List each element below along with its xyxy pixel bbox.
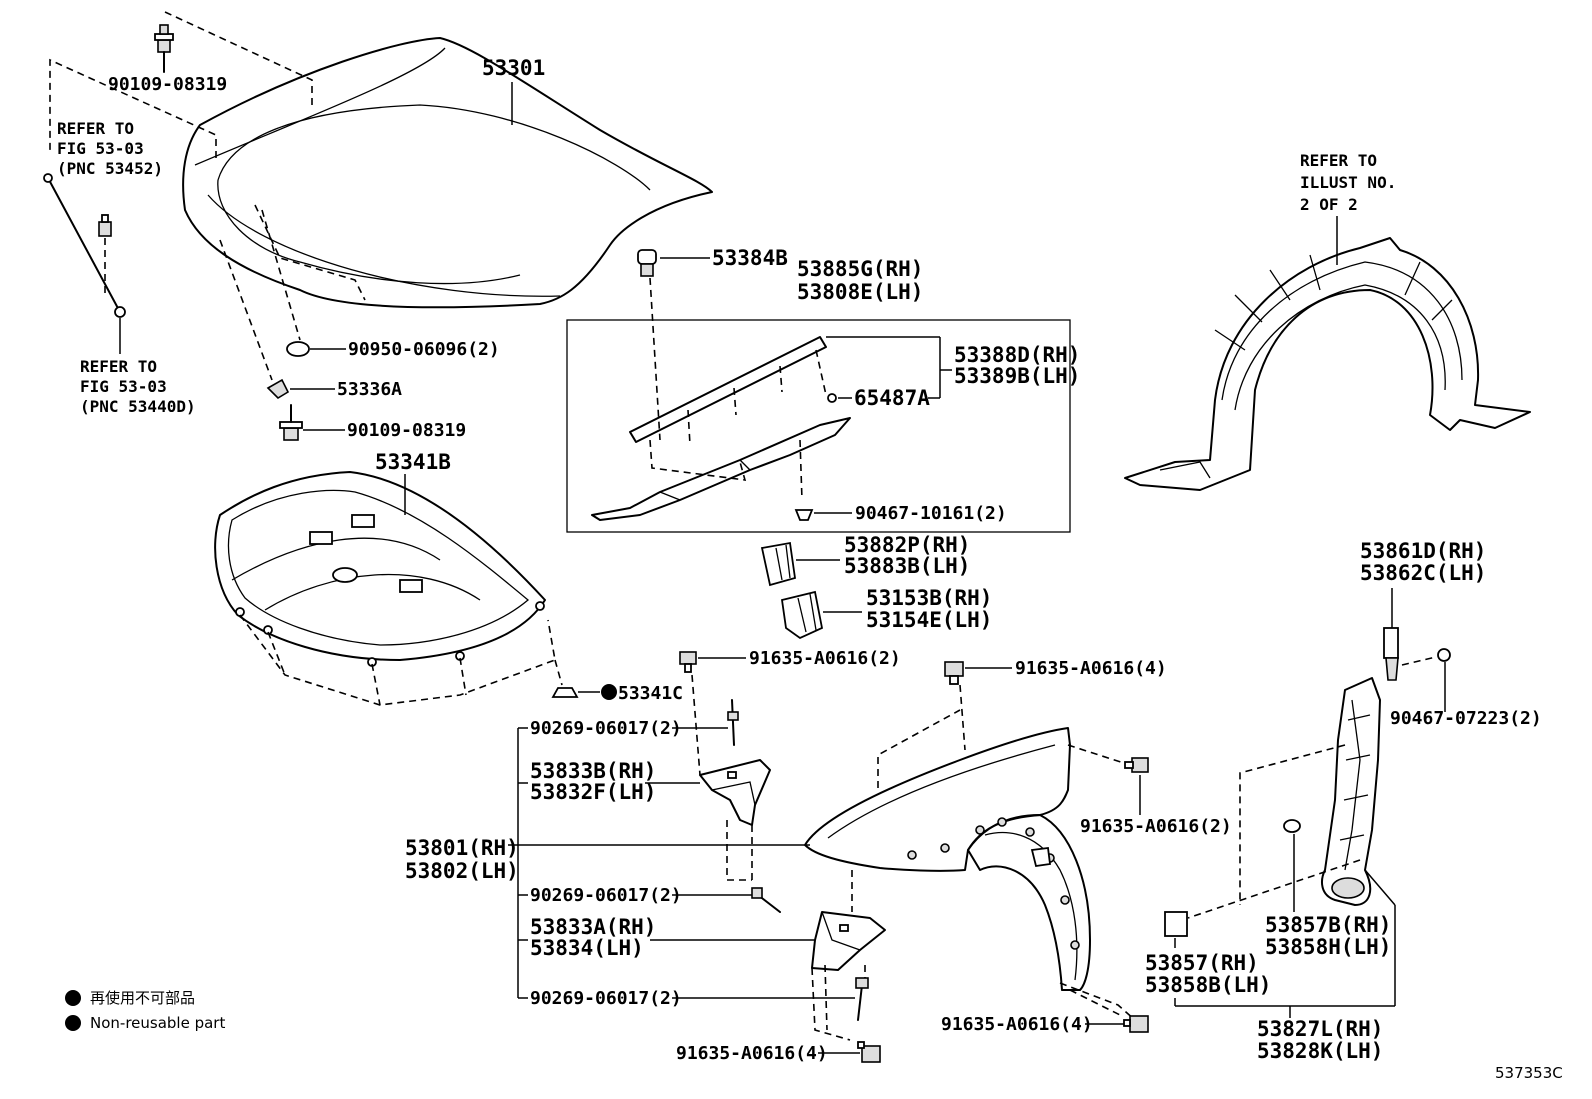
non-reusable-marker-icon: [601, 684, 617, 700]
label-mud-lh: 53862C(LH): [1360, 561, 1486, 585]
label-pad-lh: 53154E(LH): [866, 608, 992, 632]
seal-pad-icon[interactable]: [1164, 911, 1188, 937]
label-clip-mud: 90467-07223(2): [1390, 708, 1542, 729]
label-fender-lh: 53802(LH): [405, 859, 519, 883]
screw-1-icon[interactable]: [727, 699, 739, 746]
hinge-clip-icon[interactable]: [266, 378, 290, 400]
legend-jp-marker-icon: [65, 990, 81, 1006]
label-screw-2: 90269-06017(2): [530, 885, 682, 906]
bolt-top-icon[interactable]: [154, 24, 174, 73]
plug-icon[interactable]: [1283, 819, 1301, 833]
label-bracket2-lh: 53834(LH): [530, 936, 644, 960]
note-refer-bot-3: (PNC 53440D): [80, 397, 196, 416]
label-fender-rh: 53801(RH): [405, 836, 519, 860]
insulator-clip-icon[interactable]: [551, 687, 579, 698]
label-seal2-rh: 53857(RH): [1145, 951, 1259, 975]
fender-liner-reference[interactable]: [1124, 237, 1531, 491]
screw-3-icon[interactable]: [855, 977, 869, 1021]
note-refer-bot-2: FIG 53-03: [80, 377, 167, 396]
label-cap: 53384B: [712, 246, 788, 270]
bolt-bottom-icon[interactable]: [279, 404, 303, 441]
legend-jp: 再使用不可部品: [90, 989, 195, 1007]
rear-fender-liner[interactable]: [1321, 677, 1381, 906]
label-plug-lh: 53858H(LH): [1265, 935, 1391, 959]
label-seal-lh: 53808E(LH): [797, 280, 923, 304]
bolt-e-icon[interactable]: [857, 1041, 881, 1063]
label-hood-bolt-bottom: 90109-08319: [347, 420, 466, 441]
label-bolt-d: 91635-A0616(4): [941, 1014, 1093, 1035]
fender-cushion-icon[interactable]: [760, 541, 797, 587]
clip-mud-icon[interactable]: [1437, 648, 1451, 662]
label-insulator: 53341B: [375, 450, 451, 474]
label-seal-rh: 53885G(RH): [797, 257, 923, 281]
bolt-c-icon[interactable]: [1124, 757, 1149, 773]
bolt-b-icon[interactable]: [944, 661, 964, 685]
note-refer-r-1: REFER TO: [1300, 151, 1377, 170]
note-refer-r-3: 2 OF 2: [1300, 195, 1358, 214]
label-screw-3: 90269-06017(2): [530, 988, 682, 1009]
seal-clip-icon[interactable]: [827, 393, 837, 403]
fender-pad-icon[interactable]: [780, 590, 824, 640]
label-bolt-b: 91635-A0616(4): [1015, 658, 1167, 679]
rod-clip-icon[interactable]: [98, 214, 112, 237]
label-hinge-clip: 53336A: [337, 379, 402, 400]
label-bolt-c: 91635-A0616(2): [1080, 816, 1232, 837]
mud-guard-clip-icon[interactable]: [1383, 627, 1399, 681]
label-plug-rh: 53857B(RH): [1265, 913, 1391, 937]
legend-en: Non-reusable part: [90, 1014, 225, 1032]
label-mud-rh: 53861D(RH): [1360, 539, 1486, 563]
note-refer-r-2: ILLUST NO.: [1300, 173, 1396, 192]
front-fender[interactable]: [804, 727, 1091, 991]
label-seal-clip: 65487A: [854, 386, 930, 410]
label-seal2-lh: 53858B(LH): [1145, 973, 1271, 997]
hood-seal-strip[interactable]: [591, 336, 851, 521]
fender-bracket-2[interactable]: [811, 911, 886, 971]
seal-grommet-icon[interactable]: [794, 509, 814, 521]
note-refer-bot-1: REFER TO: [80, 357, 157, 376]
label-liner-lh: 53828K(LH): [1257, 1039, 1383, 1063]
hood-insulator[interactable]: [214, 471, 546, 667]
label-seal-sub-rh: 53388D(RH): [954, 343, 1080, 367]
note-refer-top-3: (PNC 53452): [57, 159, 163, 178]
note-refer-top-1: REFER TO: [57, 119, 134, 138]
label-pad-rh: 53153B(RH): [866, 586, 992, 610]
label-bracket2-rh: 53833A(RH): [530, 915, 656, 939]
bolt-a-icon[interactable]: [679, 651, 697, 673]
legend-en-marker-icon: [65, 1015, 81, 1031]
label-cushion-lh: 53883B(LH): [844, 554, 970, 578]
cushion-icon[interactable]: [286, 341, 310, 357]
label-bolt-a: 91635-A0616(2): [749, 648, 901, 669]
hood-panel[interactable]: [182, 37, 713, 309]
label-bracket1-lh: 53832F(LH): [530, 780, 656, 804]
cap-icon[interactable]: [637, 249, 657, 277]
bolt-d-icon[interactable]: [1123, 1015, 1149, 1033]
label-bolt-e: 91635-A0616(4): [676, 1043, 828, 1064]
hood-support-rod: [43, 173, 126, 318]
screw-2-icon[interactable]: [751, 887, 781, 913]
label-bracket1-rh: 53833B(RH): [530, 759, 656, 783]
label-cushion: 90950-06096(2): [348, 339, 500, 360]
label-liner-rh: 53827L(RH): [1257, 1017, 1383, 1041]
figure-id: 537353C: [1495, 1064, 1563, 1082]
label-seal-sub-lh: 53389B(LH): [954, 364, 1080, 388]
label-seal-grommet: 90467-10161(2): [855, 503, 1007, 524]
label-hood: 53301: [482, 56, 545, 80]
fender-bracket-1[interactable]: [699, 759, 771, 826]
note-refer-top-2: FIG 53-03: [57, 139, 144, 158]
label-hood-bolt-top: 90109-08319: [108, 74, 227, 95]
label-cushion-rh: 53882P(RH): [844, 533, 970, 557]
seal-group-box: [566, 319, 1071, 533]
label-insulator-clip: 53341C: [618, 683, 683, 704]
label-screw-1: 90269-06017(2): [530, 718, 682, 739]
